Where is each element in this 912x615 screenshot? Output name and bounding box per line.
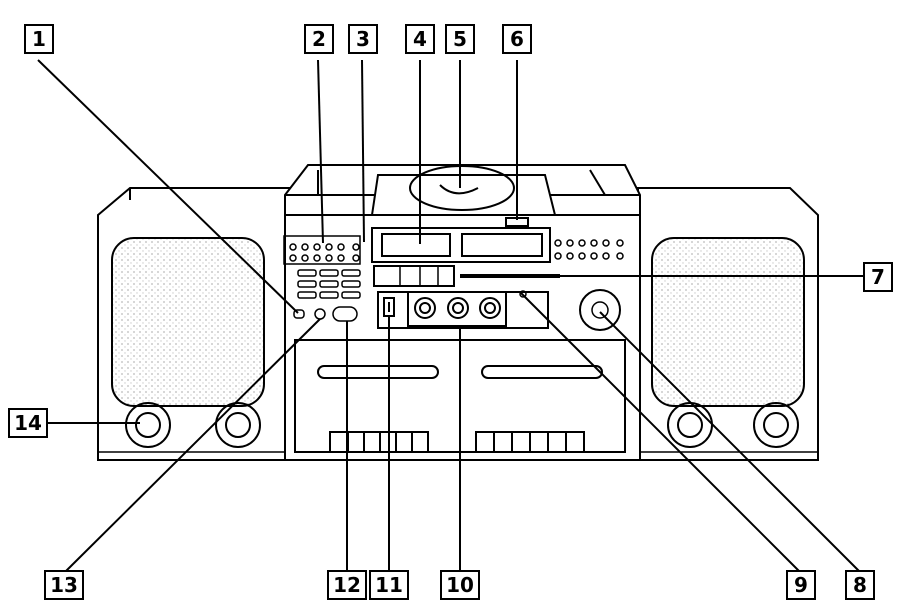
left-speaker-grille [111,237,265,407]
callout-3: 3 [348,24,378,54]
leader-lines [37,59,863,573]
callout-5: 5 [445,24,475,54]
callout-1: 1 [24,24,54,54]
right-controls [519,239,624,331]
callout-6: 6 [502,24,532,54]
right-speaker-cabinet [637,187,819,461]
callout-13: 13 [44,570,84,600]
callout-8: 8 [845,570,875,600]
jack-12 [332,306,358,322]
display-area [371,227,560,329]
left-speaker-cabinet [97,187,291,461]
callout-9: 9 [786,570,816,600]
callout-7: 7 [863,262,893,292]
display-window-left [381,233,451,257]
tone-knobs [407,291,507,327]
cd-lid [370,165,557,227]
deck-a-window [317,365,439,379]
right-speaker-grille [651,237,805,407]
left-bass-port [125,402,171,448]
callout-10: 10 [440,570,480,600]
right-bass-port-2 [753,402,799,448]
display-window-right [461,233,543,257]
deck-b-window [481,365,603,379]
left-bass-port-2 [215,402,261,448]
callout-4: 4 [405,24,435,54]
callout-2: 2 [304,24,334,54]
callout-11: 11 [369,570,409,600]
callout-12: 12 [327,570,367,600]
cd-lid-window [409,165,515,211]
volume-knob [579,289,621,331]
left-controls [283,235,361,322]
callout-14: 14 [8,408,48,438]
